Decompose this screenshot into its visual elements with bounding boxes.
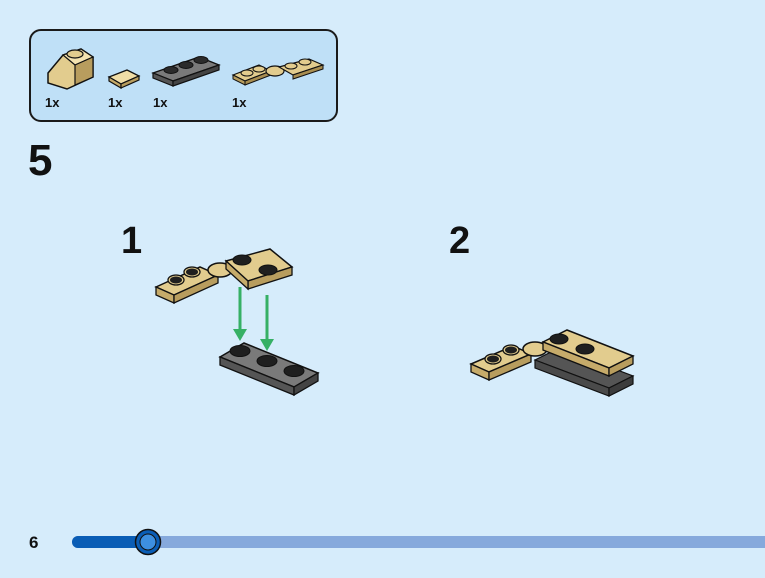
part-qty: 1x bbox=[108, 95, 123, 110]
part-qty: 1x bbox=[45, 95, 60, 110]
dark-gray-plate-icon bbox=[151, 56, 221, 87]
part-qty: 1x bbox=[153, 95, 168, 110]
tan-tile-icon bbox=[107, 69, 141, 89]
substep-2-illustration bbox=[469, 329, 635, 397]
substep-number-2: 2 bbox=[449, 220, 471, 262]
parts-list-box: 1x 1x 1x 1x bbox=[29, 29, 338, 122]
tan-slope-brick-icon bbox=[47, 48, 95, 90]
progress-track bbox=[72, 536, 765, 548]
progress-knob-icon bbox=[134, 528, 162, 556]
page-number: 6 bbox=[29, 533, 39, 552]
substep-number-1: 1 bbox=[121, 220, 143, 262]
progress-fill bbox=[72, 536, 148, 548]
tan-hinge-plate-icon bbox=[231, 58, 325, 86]
part-qty: 1x bbox=[232, 95, 247, 110]
substep-1-illustration bbox=[154, 248, 320, 397]
step-number: 5 bbox=[28, 136, 53, 185]
